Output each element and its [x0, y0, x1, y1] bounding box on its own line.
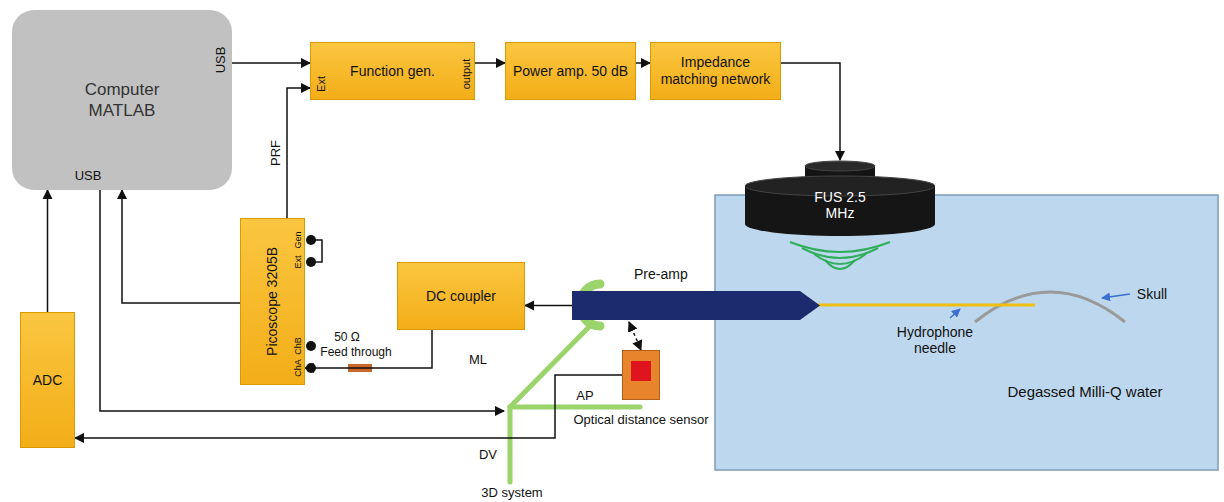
transducer-cap-top [805, 161, 875, 171]
skull [975, 292, 1125, 322]
pin-bridge [315, 240, 322, 262]
node-label: Pre-amp [634, 266, 688, 282]
function-generator-box: Function gen. [310, 42, 475, 100]
distance-sensor: Optical distance sensor [622, 350, 660, 400]
node-label: ADC [27, 372, 69, 389]
port-label: USB [75, 169, 102, 184]
node-label: DC coupler [420, 288, 502, 305]
connector [636, 62, 650, 64]
node-label: Function gen. [344, 63, 441, 80]
axis-label: DV [479, 448, 497, 463]
connector [47, 190, 49, 312]
transducer: FUS 2.5 MHz [745, 160, 935, 240]
node-label: Impedance matching network [651, 54, 780, 88]
leader-line [1102, 294, 1130, 298]
leader-line [950, 309, 960, 318]
usb-wire [100, 190, 504, 411]
node-label: Power amp. 50 dB [507, 63, 634, 80]
connector [75, 375, 622, 438]
preamp-shape [572, 291, 820, 320]
matching-network-box: Impedance matching network [650, 42, 781, 100]
node-label: FUS 2.5 MHz [802, 189, 878, 221]
connector [629, 322, 641, 350]
connector [475, 62, 505, 64]
needle-label: Hydrophone needle [880, 324, 990, 356]
sensor-window [631, 361, 651, 381]
resistor-value: 50 Ω [334, 331, 360, 345]
node-label: Optical distance sensor [573, 412, 708, 427]
pin-label: Ext [293, 255, 303, 268]
port-label: USB [214, 47, 229, 74]
pin-label: ChB [293, 337, 303, 355]
port-label: Ext [315, 76, 328, 92]
connector [287, 88, 310, 218]
preamp-body: Pre-amp [572, 291, 820, 320]
water-tank [715, 195, 1218, 470]
system-label: 3D system [481, 486, 542, 501]
port-label: output [460, 59, 473, 90]
node-label: Computer MATLAB [67, 79, 177, 122]
node-label: Picoscope 3205B [264, 241, 281, 362]
adc-box: ADC [20, 312, 75, 448]
axis-label: AP [576, 389, 593, 404]
resistor-label: Feed through [320, 346, 391, 360]
signal-label: PRF [268, 138, 283, 168]
connector-pins [306, 235, 316, 373]
connector [305, 330, 432, 368]
pin-label: ChA [293, 359, 303, 377]
preamp-outline [572, 291, 820, 320]
medium-label: Degassed Milli-Q water [1007, 383, 1162, 400]
connector [781, 63, 840, 160]
coupler-box: DC coupler [397, 262, 525, 330]
pin-label: Gen [293, 231, 303, 248]
connector [122, 190, 240, 303]
axis-label: ML [469, 353, 487, 368]
hydrophone-needle [818, 304, 1035, 307]
amplifier-box: Power amp. 50 dB [505, 42, 636, 100]
ultrasound-beam [790, 242, 890, 269]
connector [232, 62, 310, 64]
skull-label: Skull [1137, 286, 1167, 302]
computer-box: Computer MATLAB [12, 10, 232, 190]
connector [525, 305, 572, 307]
